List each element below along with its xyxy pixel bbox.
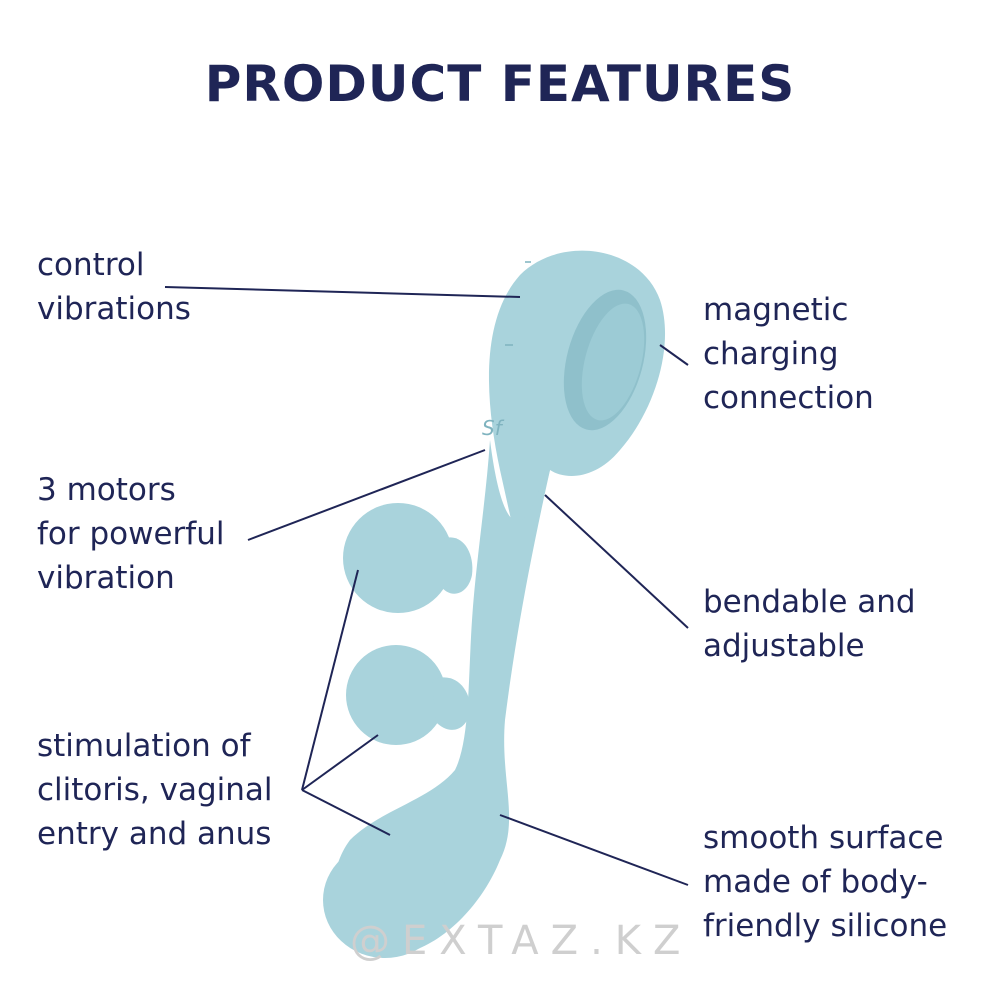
page-title: PRODUCT FEATURES	[204, 55, 796, 113]
leader-control	[164, 286, 521, 298]
feature-line: stimulation of	[37, 728, 251, 764]
feature-line: made of body-	[703, 864, 928, 900]
feature-line: vibrations	[37, 291, 191, 327]
sphere-middle-joint	[432, 677, 471, 730]
leader-lines	[164, 286, 689, 886]
feature-line: clitoris, vaginal	[37, 772, 273, 808]
feature-smooth-surface: smooth surface made of body- friendly si…	[703, 816, 947, 948]
feature-bendable: bendable and adjustable	[703, 580, 916, 668]
product-stem	[333, 440, 550, 956]
feature-line: control	[37, 247, 145, 283]
feature-line: friendly silicone	[703, 908, 948, 944]
feature-line: magnetic	[703, 292, 849, 328]
feature-line: adjustable	[703, 628, 865, 664]
feature-line: entry and anus	[37, 816, 272, 852]
ring-inner	[581, 303, 645, 421]
feature-line: connection	[703, 380, 874, 416]
leader-stim-1	[301, 569, 359, 791]
feature-line: smooth surface	[703, 820, 944, 856]
feature-stimulation: stimulation of clitoris, vaginal entry a…	[37, 724, 273, 856]
feature-motors: 3 motors for powerful vibration	[37, 468, 224, 600]
leader-smooth	[499, 814, 689, 886]
leader-magnetic	[659, 344, 689, 366]
feature-line: 3 motors	[37, 472, 176, 508]
feature-magnetic-charging: magnetic charging connection	[703, 288, 874, 420]
feature-line: bendable and	[703, 584, 916, 620]
feature-line: for powerful	[37, 516, 225, 552]
brand-logo-mark: Sf	[482, 416, 505, 440]
leader-stim-2	[301, 734, 379, 791]
leader-motors	[247, 449, 486, 541]
feature-control-vibrations: control vibrations	[37, 243, 191, 331]
bottom-bulb	[323, 842, 447, 958]
watermark: @EXTAZ.KZ	[350, 918, 693, 964]
control-button-marks	[505, 261, 531, 346]
leader-stim-3	[301, 789, 391, 836]
sphere-top	[343, 503, 453, 613]
sphere-middle	[346, 645, 446, 745]
sphere-top-joint	[440, 537, 473, 594]
leader-bendable	[544, 494, 689, 629]
feature-line: charging	[703, 336, 839, 372]
feature-line: vibration	[37, 560, 175, 596]
